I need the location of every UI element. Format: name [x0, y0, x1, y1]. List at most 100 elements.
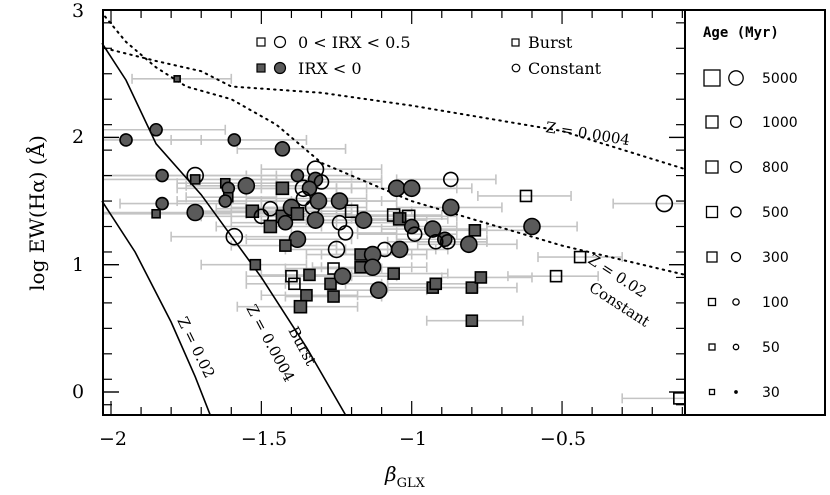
- age-square-icon: [708, 388, 716, 396]
- filled-circle-marker: [369, 281, 388, 299]
- xtick-label-neg1: −1: [399, 428, 427, 450]
- model-curves: [101, 15, 687, 416]
- open-circle-marker: [253, 208, 270, 225]
- ytick-label-0: 0: [72, 381, 84, 403]
- filled-square-marker: [474, 271, 488, 284]
- open-circle-marker: [442, 171, 459, 188]
- legend-constant: Constant: [528, 59, 602, 78]
- burst-square-icon: [511, 38, 520, 47]
- filled-circle-marker: [155, 168, 169, 183]
- filled-circle-marker: [277, 214, 294, 231]
- filled-square-marker: [300, 288, 313, 302]
- model-curve: [101, 42, 347, 416]
- filled-circle-marker: [149, 122, 163, 137]
- constant-circle-icon: [511, 63, 521, 73]
- filled-square-marker: [275, 181, 290, 196]
- filled-square-marker: [290, 206, 305, 221]
- age-label: 1000: [762, 115, 798, 131]
- age-square-icon: [703, 69, 721, 87]
- filled-circle-marker: [354, 211, 373, 229]
- age-square-icon: [705, 205, 719, 219]
- filled-square-marker: [465, 314, 479, 328]
- open-square-marker: [285, 269, 298, 283]
- ytick-label-2: 2: [72, 126, 84, 148]
- age-circle-icon: [732, 298, 740, 306]
- age-circle-icon: [730, 206, 742, 218]
- x-axis-label-sub: GLX: [397, 476, 426, 491]
- filled-square-marker: [324, 277, 337, 291]
- axis-ticks: [103, 10, 685, 415]
- age-label: 100: [762, 295, 789, 311]
- open-circle-marker: [337, 225, 354, 241]
- filled-circle-marker: [237, 176, 256, 195]
- filled-circle-marker: [363, 258, 382, 277]
- open-square-marker: [288, 277, 301, 291]
- age-label: 50: [762, 340, 780, 356]
- open-circle-marker: [313, 174, 330, 190]
- open-circle-marker: [655, 194, 674, 213]
- open-square-icon: [256, 37, 266, 47]
- label-burst-z0004: Z = 0.0004: [242, 301, 298, 385]
- model-curve: [101, 200, 211, 416]
- open-circle-marker: [439, 233, 456, 250]
- age-square-icon: [705, 160, 719, 174]
- ytick-label-1: 1: [72, 254, 84, 276]
- filled-circle-marker: [387, 179, 406, 198]
- age-label: 30: [762, 385, 780, 401]
- open-square-marker: [549, 269, 563, 283]
- age-circle-icon: [730, 251, 742, 263]
- filled-circle-marker: [155, 196, 169, 211]
- filled-circle-marker: [186, 203, 204, 222]
- xtick-label-neg0.5: −0.5: [540, 428, 586, 450]
- filled-circle-marker: [218, 194, 233, 208]
- age-legend-panel: [684, 9, 826, 416]
- legend-irx-negative: IRX < 0: [298, 59, 362, 78]
- filled-circle-marker: [227, 133, 242, 147]
- filled-circle-marker: [119, 133, 133, 147]
- filled-circle-marker: [290, 168, 305, 183]
- age-circle-icon: [732, 343, 740, 351]
- age-label: 800: [762, 160, 789, 176]
- filled-circle-marker: [333, 267, 352, 285]
- filled-circle-marker: [402, 179, 421, 198]
- filled-square-marker: [173, 75, 181, 83]
- ytick-label-3: 3: [72, 0, 84, 22]
- open-circle-marker: [327, 240, 346, 259]
- filled-square-marker: [249, 258, 262, 271]
- filled-square-marker: [468, 224, 482, 237]
- open-circle-marker: [262, 200, 279, 217]
- model-curve: [104, 15, 687, 276]
- filled-circle-marker: [460, 235, 478, 254]
- age-square-icon: [707, 297, 717, 307]
- filled-square-marker: [387, 267, 400, 280]
- filled-square-marker: [279, 239, 292, 252]
- legend-burst: Burst: [528, 33, 573, 52]
- open-circle-marker: [406, 226, 423, 242]
- age-square-icon: [705, 115, 719, 129]
- xtick-label-neg1.5: −1.5: [241, 428, 287, 450]
- filled-square-marker: [189, 174, 201, 185]
- y-axis-label: log EW(Hα) (Å): [24, 135, 49, 291]
- filled-square-marker: [327, 290, 340, 303]
- open-square-marker: [673, 392, 686, 405]
- label-constant-z0004: Z = 0.0004: [544, 118, 631, 149]
- filled-circle-icon: [273, 61, 287, 75]
- filled-circle-marker: [423, 220, 442, 238]
- filled-circle-marker: [523, 217, 541, 236]
- filled-square-marker: [293, 299, 308, 314]
- age-label: 300: [762, 250, 789, 266]
- x-axis-label-main: β: [384, 462, 397, 486]
- filled-square-marker: [151, 208, 161, 219]
- open-circle-icon: [273, 35, 287, 49]
- age-label: 5000: [762, 71, 798, 87]
- filled-circle-marker: [403, 218, 420, 235]
- filled-circle-marker: [306, 211, 325, 229]
- marker-legend: 0 < IRX < 0.5 IRX < 0 Burst Constant: [256, 33, 602, 78]
- filled-square-marker: [303, 268, 316, 282]
- filled-circle-marker: [288, 230, 307, 249]
- filled-circle-marker: [309, 192, 328, 210]
- filled-square-marker: [263, 219, 278, 234]
- open-square-marker: [573, 250, 587, 264]
